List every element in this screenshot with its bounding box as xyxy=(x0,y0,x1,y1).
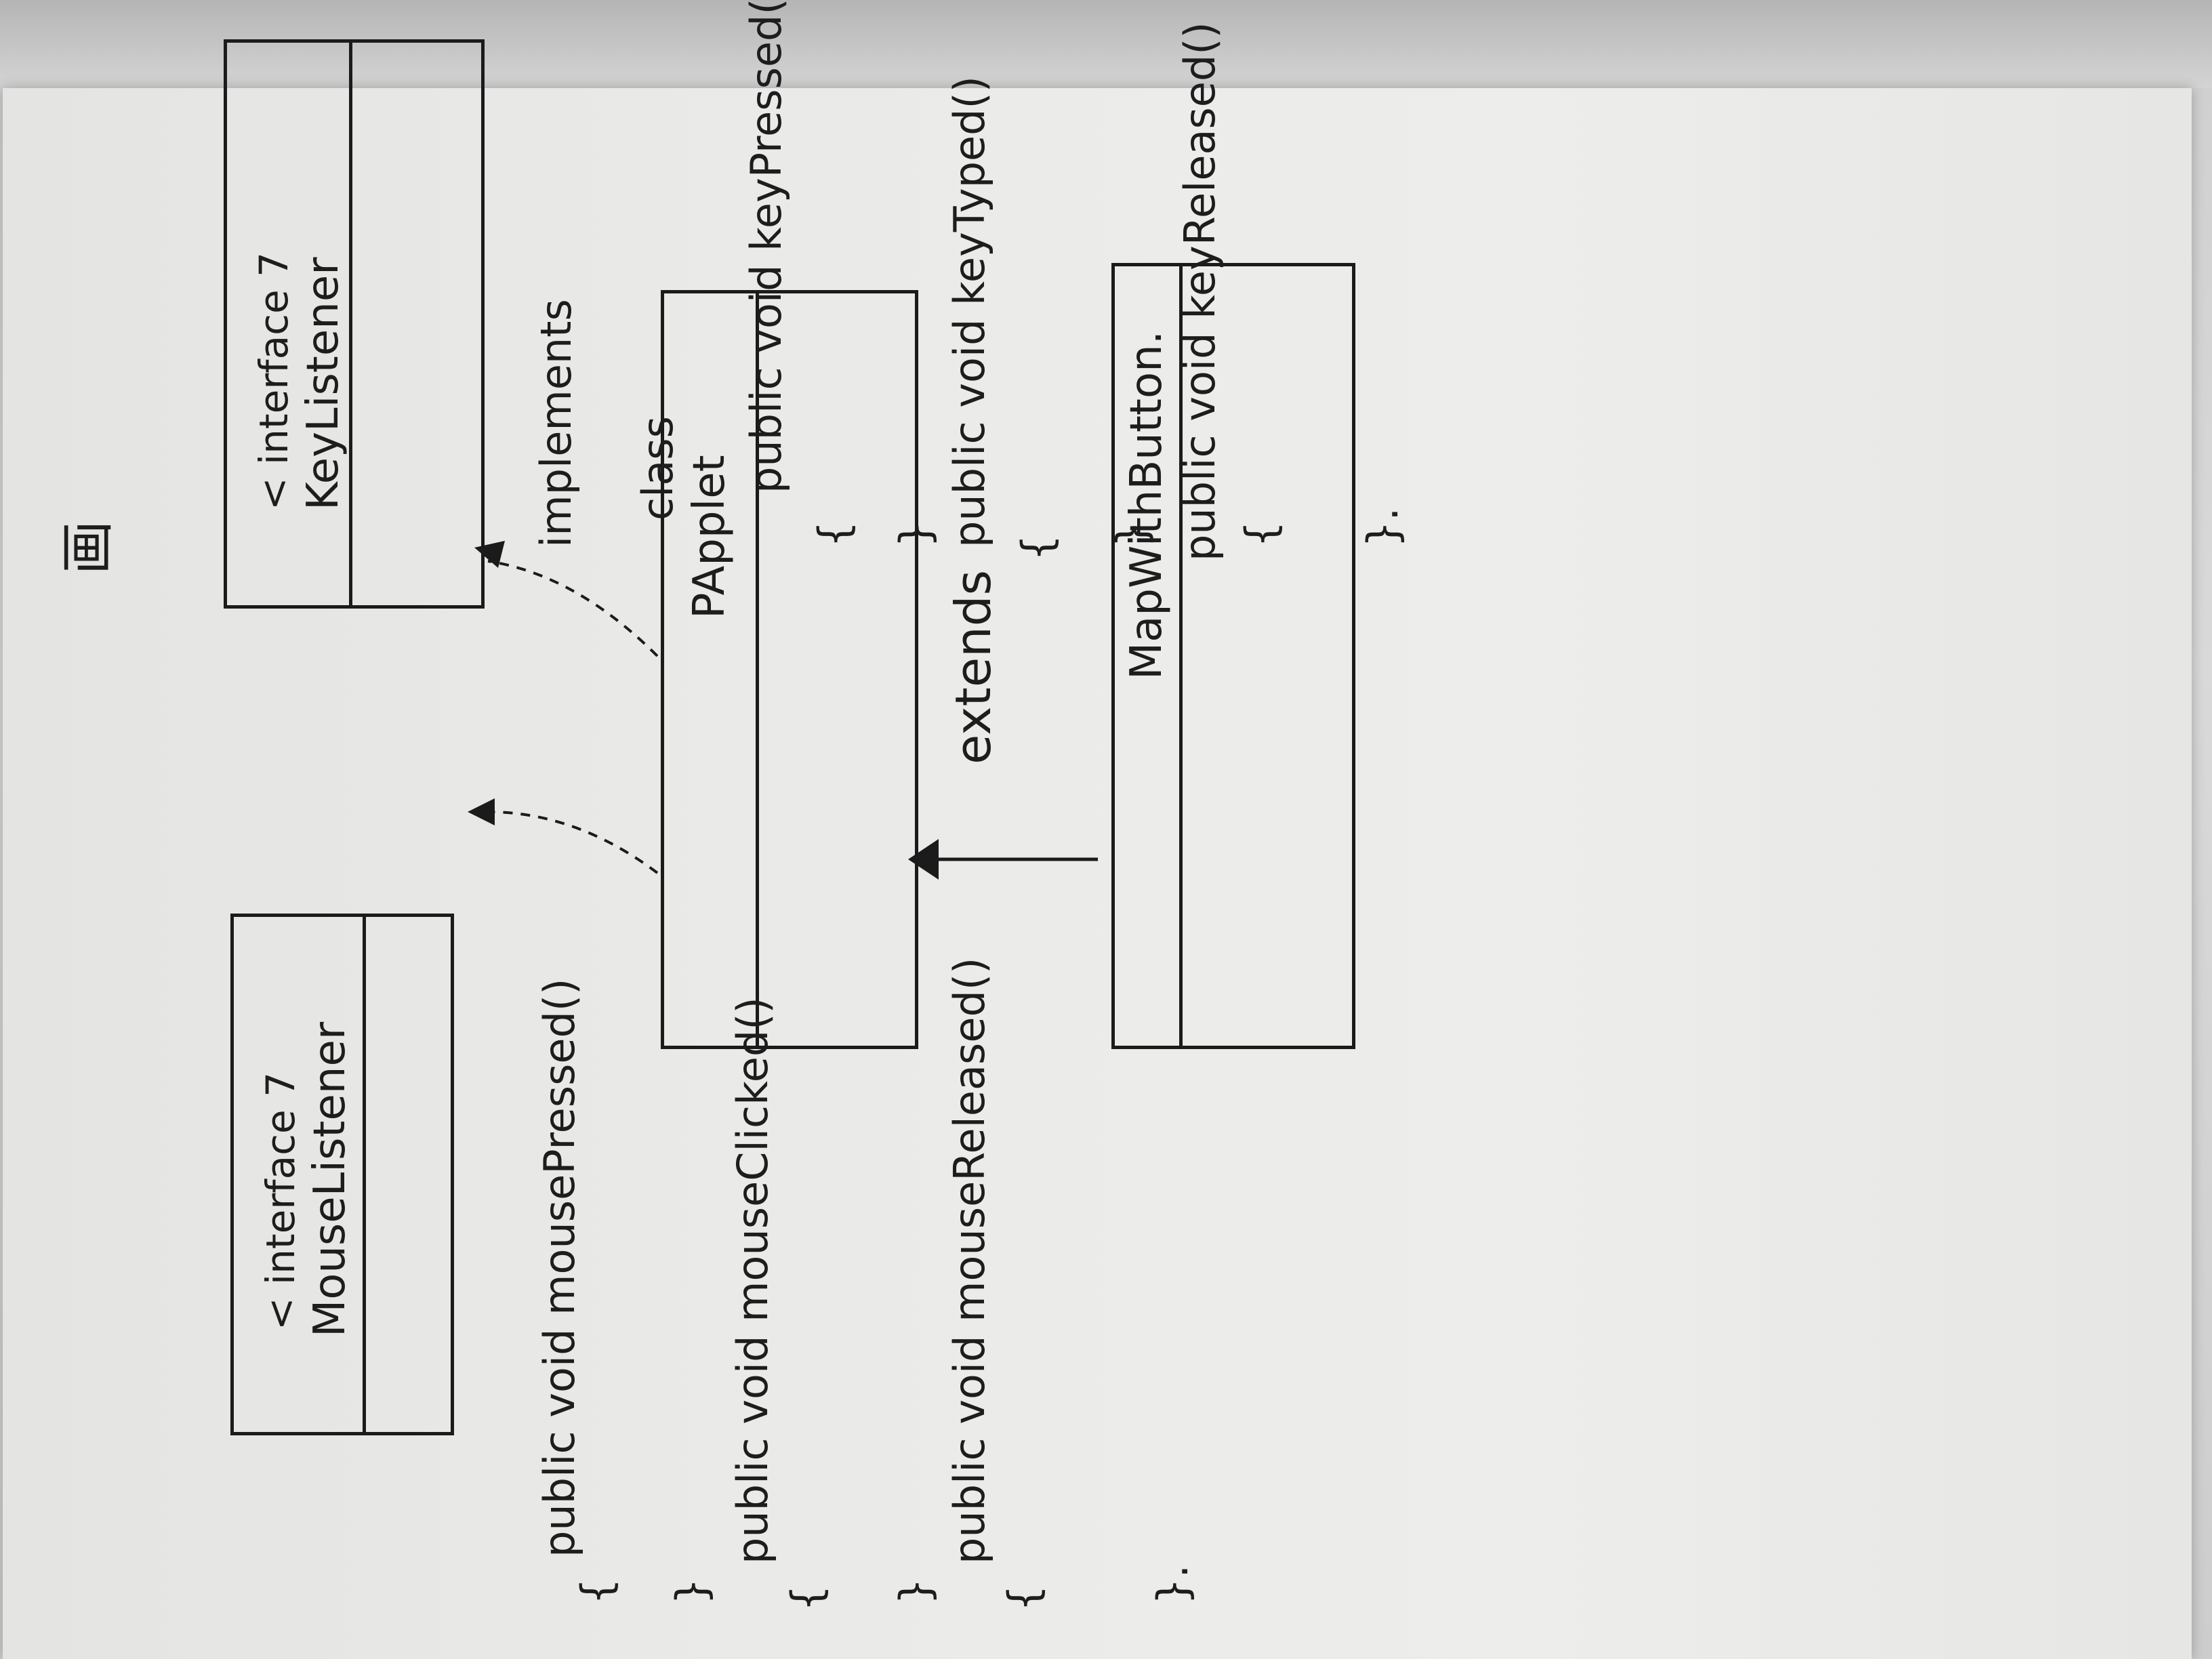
mouse-clicked-method: public void mouseClicked() xyxy=(728,997,777,1564)
key-listener-stereotype: < interface 7 xyxy=(251,251,297,510)
mouse-listener-compartment xyxy=(363,917,366,1432)
mouse-listener-box: < interface 7 MouseListener xyxy=(230,914,454,1435)
mouse-pressed-method: public void mousePressed() xyxy=(535,978,584,1557)
key-listener-name: KeyListener xyxy=(298,257,348,510)
implements-arrowhead-key xyxy=(474,541,505,568)
key-listener-box: < interface 7 KeyListener xyxy=(224,39,485,609)
implements-label: implements xyxy=(531,299,581,548)
key-typed-close-brace: } xyxy=(1107,520,1157,548)
extends-label: extends xyxy=(945,569,1002,764)
mapwithbutton-box: MapWithButton. xyxy=(1111,263,1355,1049)
key-pressed-method: public void keyPressed() xyxy=(741,0,791,493)
mouse-listener-stereotype: < interface 7 xyxy=(258,1071,304,1330)
mouse-clicked-close-brace: } xyxy=(890,1578,940,1605)
implements-arrowhead-mouse xyxy=(468,798,495,825)
key-typed-open-brace: { xyxy=(1012,534,1062,561)
key-listener-compartment xyxy=(349,43,352,605)
key-typed-method: public void keyTyped() xyxy=(945,76,994,548)
mouse-released-open-brace: { xyxy=(999,1584,1048,1612)
paper-sheet xyxy=(3,88,2192,1659)
mouse-released-close-brace: }. xyxy=(1148,1564,1197,1605)
key-pressed-close-brace: } xyxy=(890,520,940,548)
mapwithbutton-name: MapWithButton. xyxy=(1122,330,1172,680)
key-released-close-brace: }. xyxy=(1358,507,1408,548)
mouse-clicked-open-brace: { xyxy=(782,1584,832,1612)
title-mark: 画 xyxy=(56,520,119,575)
paper-edge-shadow xyxy=(0,0,2212,88)
mouse-listener-name: MouseListener xyxy=(305,1021,355,1337)
papplet-name: PApplet xyxy=(684,455,735,619)
key-pressed-open-brace: { xyxy=(809,520,859,548)
extends-arrowhead xyxy=(908,839,939,880)
class-keyword: class xyxy=(633,416,682,520)
mouse-pressed-close-brace: } xyxy=(667,1578,716,1605)
implements-line-mouse xyxy=(487,811,659,874)
key-released-open-brace: { xyxy=(1236,520,1286,548)
implements-line-key xyxy=(487,560,659,657)
key-released-method: public void keyReleased() xyxy=(1175,22,1225,561)
mouse-pressed-open-brace: { xyxy=(572,1578,621,1605)
mouse-released-method: public void mouseReleased() xyxy=(945,957,994,1564)
